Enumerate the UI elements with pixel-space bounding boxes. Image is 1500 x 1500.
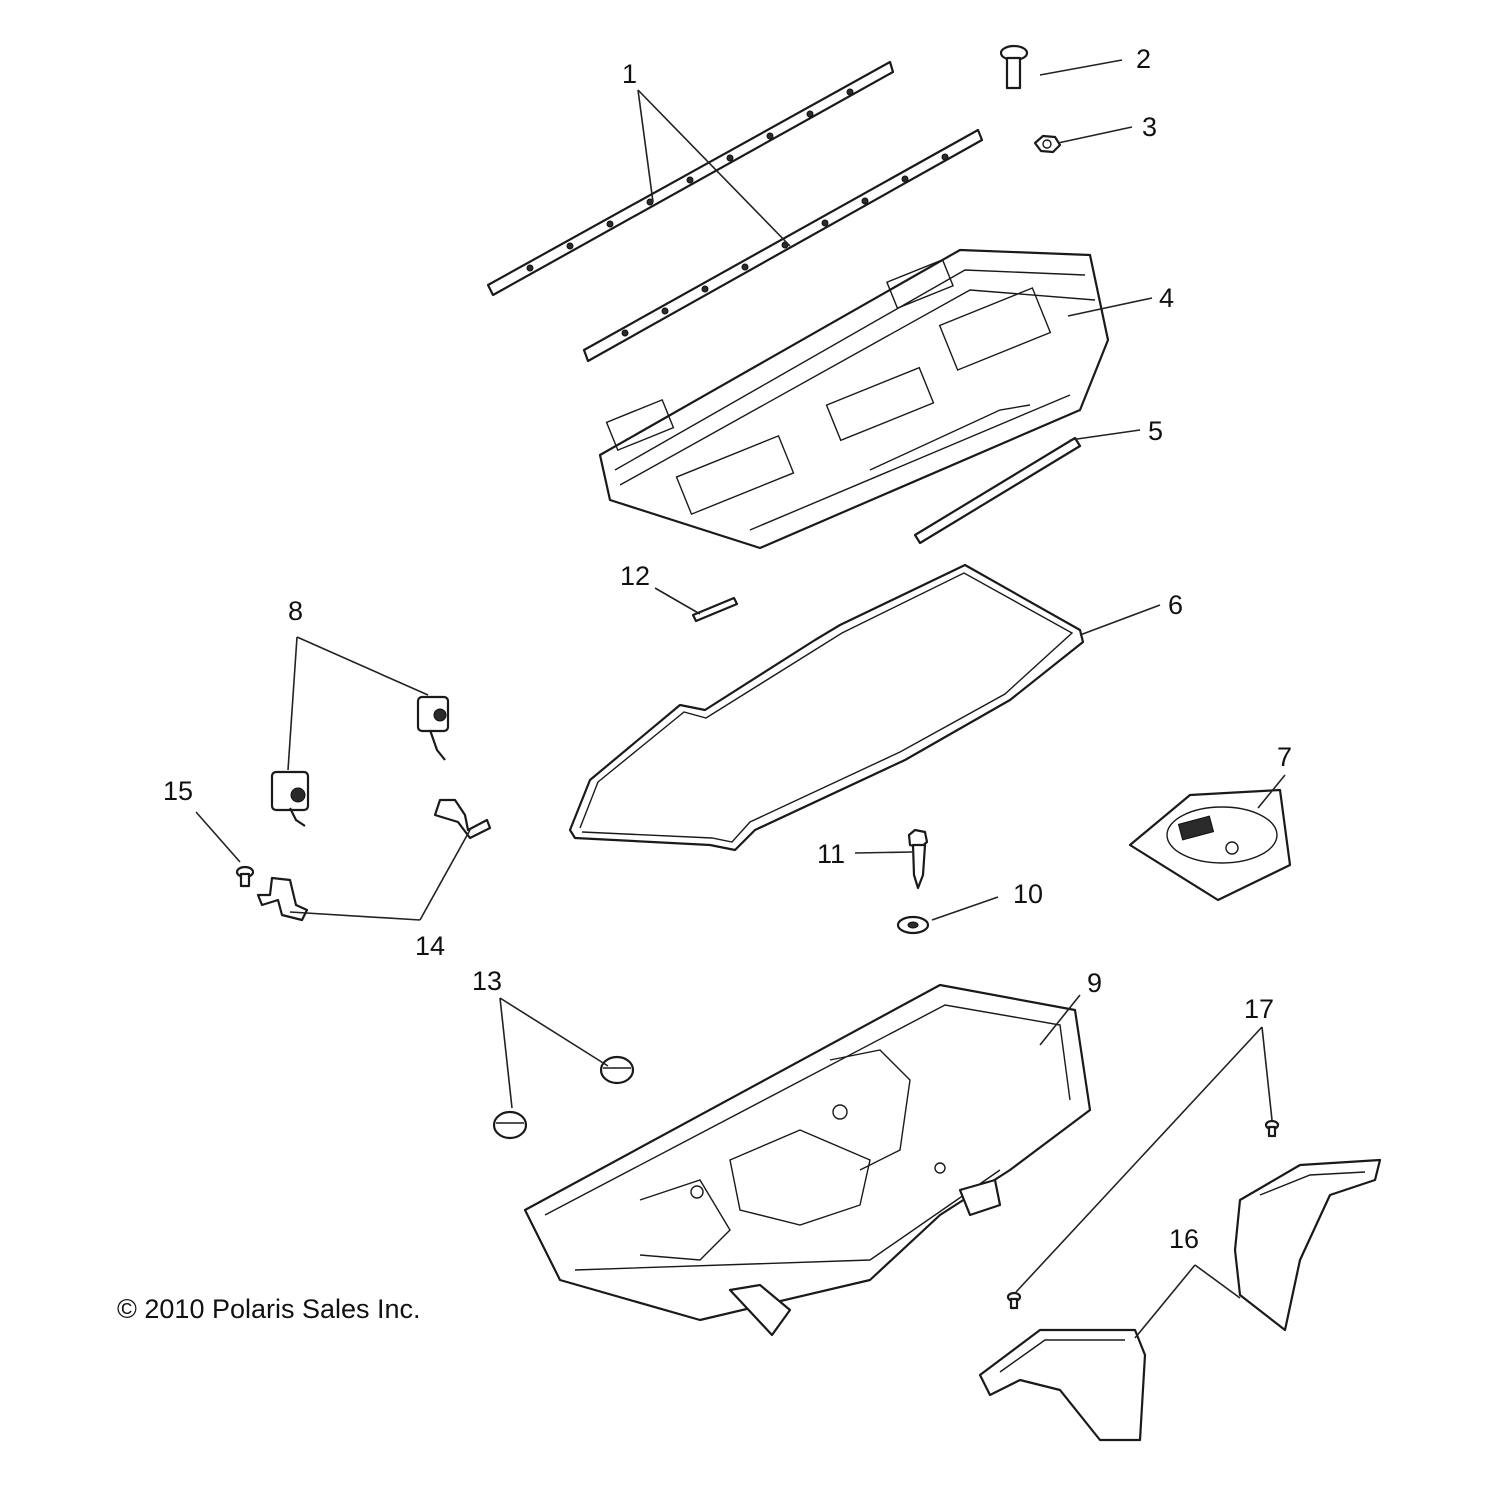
part-9-cargo-tub xyxy=(523,983,1092,1337)
callout-9: 9 xyxy=(1087,968,1102,998)
part-15-screw xyxy=(235,865,255,888)
part-3-nut xyxy=(1033,134,1062,154)
callout-17: 17 xyxy=(1244,994,1274,1024)
copyright-notice: © 2010 Polaris Sales Inc. xyxy=(117,1294,421,1324)
part-12-pin xyxy=(691,596,739,623)
part-13-plugs xyxy=(492,1055,635,1140)
part-14-brackets xyxy=(256,798,492,922)
callout-13: 13 xyxy=(472,966,502,996)
callout-4: 4 xyxy=(1159,283,1174,313)
callout-2: 2 xyxy=(1136,44,1151,74)
callout-10: 10 xyxy=(1013,879,1043,909)
lid-pads xyxy=(605,258,1052,516)
part-2-bolt xyxy=(999,44,1029,90)
part-8-latches xyxy=(270,695,450,827)
callout-12: 12 xyxy=(620,561,650,591)
part-5-trim-rod xyxy=(913,436,1082,545)
part-10-washer xyxy=(896,915,930,935)
callout-11: 11 xyxy=(817,839,845,869)
part-16-liners xyxy=(978,1158,1382,1442)
callout-6: 6 xyxy=(1168,590,1183,620)
callout-1: 1 xyxy=(622,59,637,89)
part-11-screw xyxy=(907,828,929,890)
part-17-pins xyxy=(1006,1119,1280,1310)
callout-15: 15 xyxy=(163,776,193,806)
part-1-seal-strips xyxy=(486,60,984,363)
callout-8: 8 xyxy=(288,596,303,626)
part-7-access-cover xyxy=(1128,788,1292,902)
callout-labels: 1 2 3 4 5 6 7 8 9 10 11 12 13 14 15 16 1… xyxy=(163,44,1292,1254)
callout-7: 7 xyxy=(1277,742,1292,772)
callout-5: 5 xyxy=(1148,416,1163,446)
part-6-gasket xyxy=(568,563,1085,852)
callout-3: 3 xyxy=(1142,112,1157,142)
part-4-cargo-lid xyxy=(598,248,1110,550)
callout-14: 14 xyxy=(415,931,445,961)
callout-16: 16 xyxy=(1169,1224,1199,1254)
leader-lines xyxy=(195,59,1286,1339)
